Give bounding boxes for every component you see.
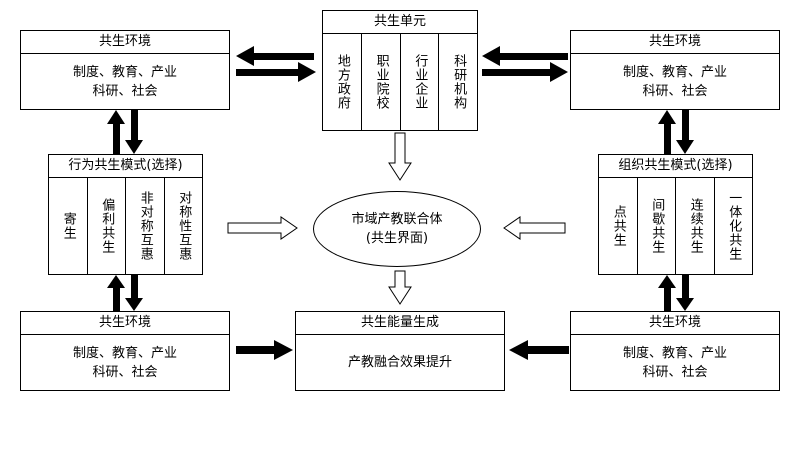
organization-columns: 点共生 间歇共生 连续共生 一体化共生 — [599, 178, 752, 274]
symbiosis-unit-box: 共生单元 地方政府 职业院校 行业企业 科研机构 — [322, 10, 478, 131]
organization-item: 一体化共生 — [713, 178, 753, 274]
env-line-2: 科研、社会 — [642, 83, 708, 99]
organization-item: 连续共生 — [675, 178, 714, 274]
unit-columns: 地方政府 职业院校 行业企业 科研机构 — [323, 34, 477, 130]
interface-line-1: 市域产教联合体 — [351, 212, 443, 227]
env-line-2: 科研、社会 — [92, 364, 158, 380]
arrow-behavior-to-top-env — [107, 110, 125, 154]
env-line-2: 科研、社会 — [92, 83, 158, 99]
hollow-arrow-unit-to-interface — [388, 132, 412, 181]
env-body: 制度、教育、产业 科研、社会 — [21, 335, 229, 390]
arrow-behavior-to-bottom-env — [125, 275, 143, 311]
arrow-top-right-env-to-unit — [482, 46, 568, 66]
symbiosis-interface-ellipse: 市域产教联合体 (共生界面) — [313, 191, 481, 267]
behavior-mode-box: 行为共生模式(选择) 寄生 偏利共生 非对称互惠 对称性互惠 — [48, 154, 203, 275]
env-title: 共生环境 — [21, 312, 229, 335]
arrow-bottom-left-env-to-energy — [236, 340, 293, 360]
env-title: 共生环境 — [21, 31, 229, 54]
env-box-bottom-right: 共生环境 制度、教育、产业 科研、社会 — [570, 311, 780, 391]
env-title: 共生环境 — [571, 312, 779, 335]
env-title: 共生环境 — [571, 31, 779, 54]
organization-item: 间歇共生 — [636, 178, 676, 274]
env-box-top-right: 共生环境 制度、教育、产业 科研、社会 — [570, 30, 780, 110]
unit-item: 职业院校 — [360, 34, 400, 130]
env-body: 制度、教育、产业 科研、社会 — [571, 335, 779, 390]
unit-item: 科研机构 — [438, 34, 477, 130]
hollow-arrow-interface-to-energy — [388, 270, 412, 305]
arrow-bottom-env-to-org — [658, 275, 676, 311]
behavior-title: 行为共生模式(选择) — [49, 155, 202, 178]
hollow-arrow-org-to-interface — [503, 216, 566, 240]
env-line-1: 制度、教育、产业 — [72, 345, 177, 361]
env-line-2: 科研、社会 — [642, 364, 708, 380]
energy-body: 产教融合效果提升 — [296, 335, 504, 390]
arrow-org-to-bottom-env — [676, 275, 694, 311]
unit-item: 地方政府 — [334, 54, 350, 110]
behavior-columns: 寄生 偏利共生 非对称互惠 对称性互惠 — [49, 178, 202, 274]
behavior-item: 对称性互惠 — [163, 178, 203, 274]
interface-line-2: (共生界面) — [365, 231, 429, 246]
env-body: 制度、教育、产业 科研、社会 — [571, 54, 779, 109]
energy-text: 产教融合效果提升 — [347, 355, 452, 370]
env-line-1: 制度、教育、产业 — [72, 64, 177, 80]
arrow-org-to-top-env — [658, 110, 676, 154]
organization-title: 组织共生模式(选择) — [599, 155, 752, 178]
unit-title: 共生单元 — [323, 11, 477, 34]
behavior-item: 偏利共生 — [86, 178, 126, 274]
arrow-top-env-to-behavior — [125, 110, 143, 154]
behavior-item: 寄生 — [60, 212, 76, 240]
arrow-top-env-to-org — [676, 110, 694, 154]
env-line-1: 制度、教育、产业 — [622, 64, 727, 80]
arrow-bottom-env-to-behavior — [107, 275, 125, 311]
env-box-top-left: 共生环境 制度、教育、产业 科研、社会 — [20, 30, 230, 110]
arrow-bottom-right-env-to-energy — [509, 340, 569, 360]
organization-mode-box: 组织共生模式(选择) 点共生 间歇共生 连续共生 一体化共生 — [598, 154, 753, 275]
arrow-top-left-env-to-unit — [236, 62, 316, 82]
organization-item: 点共生 — [610, 205, 626, 247]
arrow-unit-to-top-left-env — [236, 46, 314, 66]
arrow-unit-to-top-right-env — [482, 62, 568, 82]
env-body: 制度、教育、产业 科研、社会 — [21, 54, 229, 109]
hollow-arrow-behavior-to-interface — [227, 216, 298, 240]
behavior-item: 非对称互惠 — [125, 178, 164, 274]
unit-item: 行业企业 — [399, 34, 439, 130]
energy-generation-box: 共生能量生成 产教融合效果提升 — [295, 311, 505, 391]
env-line-1: 制度、教育、产业 — [622, 345, 727, 361]
energy-title: 共生能量生成 — [296, 312, 504, 335]
env-box-bottom-left: 共生环境 制度、教育、产业 科研、社会 — [20, 311, 230, 391]
